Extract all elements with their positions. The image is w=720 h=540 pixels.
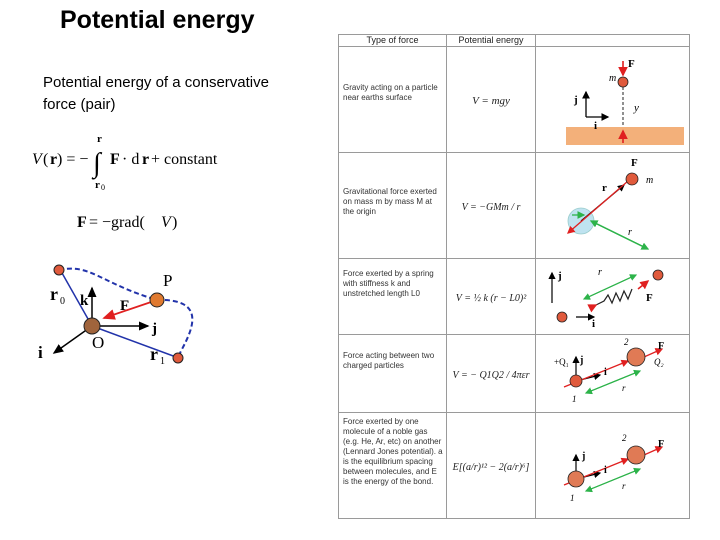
- end-particle: [172, 352, 184, 364]
- svg-text:F: F: [658, 341, 664, 352]
- charges-figure: 2 F +Q₁ Q₂ j i r 1: [554, 337, 664, 404]
- row-potential: V = ½ k (r − L0)²: [455, 292, 527, 304]
- svg-text:F: F: [658, 439, 664, 450]
- mass-particle: [617, 76, 629, 88]
- spring-coil: [595, 288, 633, 306]
- row-description: Gravity acting on a particle near earths…: [338, 46, 447, 153]
- svg-text:r: r: [598, 267, 602, 278]
- svg-text:∫: ∫: [91, 148, 103, 180]
- svg-text:P: P: [163, 271, 172, 290]
- svg-text:· d: · d: [122, 151, 139, 168]
- svg-text:F: F: [646, 292, 653, 304]
- svg-text:m: m: [609, 73, 616, 84]
- svg-text:r: r: [142, 151, 149, 168]
- svg-text:) = −: ) = −: [57, 151, 88, 168]
- spring-end-right: [652, 269, 664, 281]
- row-potential: V = mgy: [472, 94, 510, 107]
- svg-text:i: i: [604, 465, 607, 476]
- svg-text:0: 0: [101, 183, 105, 192]
- header-type-of-force: Type of force: [338, 34, 447, 47]
- potential-formula: V ( r ) = − ∫ r r 0 F · d r + constant: [32, 133, 218, 192]
- r1-vector: [91, 325, 177, 358]
- svg-text:i: i: [38, 343, 43, 362]
- svg-text:1: 1: [160, 356, 165, 367]
- svg-text:k: k: [80, 293, 89, 309]
- gravity-figure: m F j i y: [566, 58, 685, 145]
- row-potential: V = − Q1Q2 / 4πεr: [452, 369, 530, 381]
- row-description: Force acting between two charged particl…: [338, 334, 447, 413]
- table-row: Force exerted by one molecule of a noble…: [338, 412, 690, 519]
- svg-text:F: F: [110, 151, 120, 168]
- svg-text:= −grad(: = −grad(: [89, 214, 145, 231]
- svg-text:1: 1: [572, 394, 577, 404]
- svg-text:r: r: [602, 182, 607, 194]
- svg-text:F: F: [120, 298, 129, 314]
- svg-text:r: r: [622, 481, 626, 491]
- svg-text:i: i: [594, 120, 597, 132]
- svg-text:r: r: [150, 344, 158, 364]
- svg-text:F: F: [628, 58, 635, 70]
- svg-text:m: m: [646, 175, 653, 186]
- header-potential-energy: Potential energy: [445, 34, 537, 47]
- svg-text:+Q₁: +Q₁: [554, 357, 569, 367]
- force-arrow: [102, 299, 158, 320]
- start-particle: [53, 264, 65, 276]
- molecule-1: [567, 470, 585, 488]
- svg-text:V: V: [161, 214, 173, 231]
- row-description: Force exerted by a spring with stiffness…: [338, 258, 447, 335]
- svg-text:+ constant: + constant: [151, 151, 218, 168]
- path-diagram: r 0 P F k j i O r 1: [38, 264, 194, 367]
- svg-text:r: r: [97, 133, 102, 145]
- charge-1: [569, 374, 583, 388]
- svg-text:r: r: [628, 227, 632, 238]
- svg-text:Q₂: Q₂: [654, 357, 664, 367]
- svg-text:i: i: [604, 367, 607, 378]
- svg-text:r: r: [622, 383, 626, 393]
- svg-text:j: j: [151, 321, 157, 337]
- table-row: Force exerted by a spring with stiffness…: [338, 258, 690, 335]
- svg-text:r: r: [50, 151, 57, 168]
- spring-figure: j r F i: [548, 267, 664, 330]
- svg-text:(: (: [43, 151, 48, 168]
- particle-P: [149, 292, 165, 308]
- row-description: Force exerted by one molecule of a noble…: [338, 412, 447, 519]
- svg-text:2: 2: [624, 337, 629, 347]
- svg-text:r: r: [50, 284, 58, 304]
- svg-text:j: j: [579, 355, 583, 366]
- svg-text:): ): [172, 214, 177, 231]
- molecule-2: [626, 445, 646, 465]
- svg-text:V: V: [32, 151, 44, 168]
- slide-subtitle: Potential energy of a conservative force…: [43, 74, 269, 113]
- mass-m: [625, 172, 639, 186]
- svg-text:2: 2: [622, 433, 627, 443]
- table-row: Gravitational force exerted on mass m by…: [338, 152, 690, 259]
- svg-text:j: j: [581, 451, 585, 462]
- svg-text:y: y: [633, 102, 639, 114]
- svg-text:O: O: [92, 333, 104, 352]
- svg-text:i: i: [592, 318, 595, 329]
- svg-text:0: 0: [60, 296, 65, 307]
- svg-text:j: j: [557, 270, 562, 282]
- table-row: Gravity acting on a particle near earths…: [338, 46, 690, 153]
- svg-text:r: r: [95, 179, 100, 191]
- gravitational-figure: F r m r: [567, 157, 653, 250]
- r0-vector: [61, 272, 93, 327]
- force-table: Type of force Potential energy Gravity a…: [338, 34, 690, 519]
- svg-text:1: 1: [570, 493, 575, 503]
- svg-text:j: j: [573, 94, 578, 106]
- row-description: Gravitational force exerted on mass m by…: [338, 152, 447, 259]
- slide-title: Potential energy: [60, 6, 255, 34]
- ground: [566, 127, 685, 145]
- charge-2: [626, 347, 646, 367]
- svg-text:F: F: [77, 214, 87, 231]
- header-figure: [535, 34, 690, 47]
- force-formula: F = −grad( V ): [77, 214, 177, 231]
- spring-end-left: [556, 311, 568, 323]
- row-potential: V = −GMm / r: [461, 201, 521, 213]
- origin-particle: [83, 317, 101, 335]
- row-potential: E[(a/r)¹² − 2(a/r)⁶]: [452, 461, 530, 473]
- table-row: Force acting between two charged particl…: [338, 334, 690, 413]
- svg-text:F: F: [631, 157, 638, 169]
- lennard-jones-figure: 2 F j i r 1: [563, 433, 664, 503]
